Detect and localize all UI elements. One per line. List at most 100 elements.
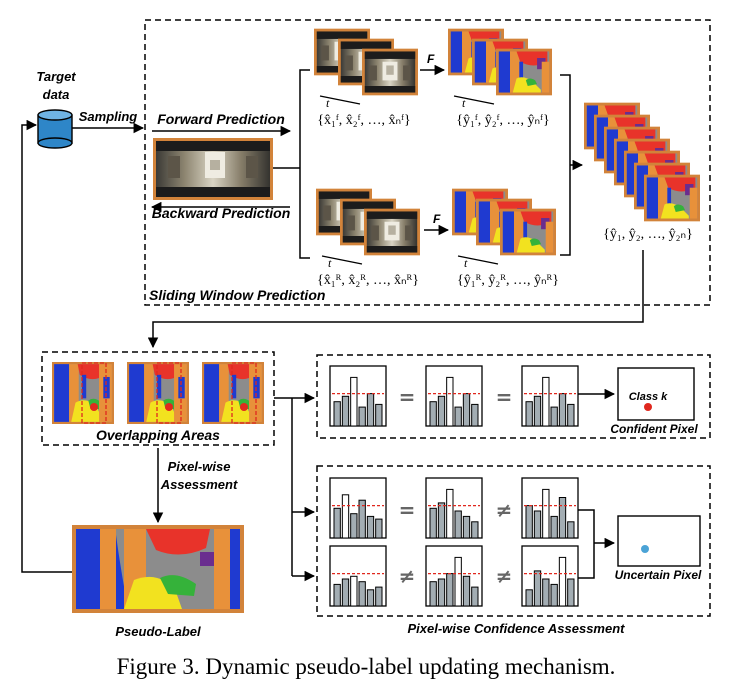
uncertain-row2-bar-3-5 bbox=[558, 556, 567, 607]
combined-output-frames bbox=[584, 102, 700, 222]
target-data-label-2: data bbox=[43, 87, 70, 102]
backward-prediction-label: Backward Prediction bbox=[152, 205, 291, 221]
not-equals-sign-1: ≠ bbox=[496, 498, 513, 522]
uncertain-row1-bar-3-6 bbox=[567, 521, 575, 539]
class-k-label: Class k bbox=[629, 391, 668, 403]
confident-bar-3-6 bbox=[567, 403, 575, 427]
sliding-window-label: Sliding Window Prediction bbox=[149, 287, 325, 303]
confidence-assessment-label: Pixel-wise Confidence Assessment bbox=[408, 621, 626, 636]
backward-t-label: t bbox=[328, 256, 332, 270]
panorama-image bbox=[153, 138, 273, 200]
split-bracket bbox=[299, 69, 310, 259]
merge-bracket bbox=[560, 74, 571, 256]
combined-output-set: {ŷ₁, ŷ₂, …, ŷ₂ₙ} bbox=[603, 227, 693, 242]
uncertain-row1-bar-2-4 bbox=[454, 510, 462, 539]
sampling-label: Sampling bbox=[79, 109, 138, 124]
confident-bar-3-3 bbox=[542, 376, 550, 427]
uncertain-box bbox=[316, 465, 711, 617]
uncertain-row2-bar-3-1 bbox=[525, 589, 533, 607]
overlapping-areas-box bbox=[41, 351, 275, 446]
backward-output-set: {ŷ₁ᴿ, ŷ₂ᴿ, …, ŷₙᴿ} bbox=[457, 273, 559, 288]
uncertain-row2-bar-1-4 bbox=[358, 581, 366, 607]
uncertain-row1-bar-1-6 bbox=[375, 518, 383, 539]
class-k-dot bbox=[644, 403, 652, 411]
uncertain-row2-bar-1-5 bbox=[366, 589, 375, 607]
uncertain-row2-bar-2-6 bbox=[471, 586, 479, 607]
uncertain-row2-bar-2-2 bbox=[437, 578, 446, 607]
uncertain-row1-bar-1-1 bbox=[333, 507, 341, 539]
uncertain-row2-bar-1-1 bbox=[333, 583, 341, 607]
uncertain-row1-bar-3-3 bbox=[542, 488, 550, 539]
uncertain-row2-bar-2-3 bbox=[446, 573, 454, 607]
forward-output-frames bbox=[448, 28, 552, 96]
uncertain-row1-bar-3-1 bbox=[525, 505, 533, 539]
confident-bar-2-6 bbox=[471, 403, 479, 427]
uncertain-row1-bar-2-2 bbox=[437, 502, 446, 539]
forward-output-set: {ŷ₁ᶠ, ŷ₂ᶠ, …, ŷₙᶠ} bbox=[456, 113, 550, 128]
uncertain-row2-bar-2-4 bbox=[454, 556, 462, 607]
uncertain-row1-bar-1-3 bbox=[350, 513, 358, 539]
confident-bar-1-1 bbox=[333, 401, 341, 427]
class-k-box bbox=[617, 367, 695, 421]
backward-output-frames bbox=[452, 188, 556, 256]
confident-pixel-label: Confident Pixel bbox=[610, 422, 698, 436]
pseudo-label-label: Pseudo-Label bbox=[115, 624, 201, 639]
uncertain-row2-bar-2-5 bbox=[462, 575, 471, 607]
uncertain-dot bbox=[641, 545, 649, 553]
forward-input-frames bbox=[314, 28, 418, 96]
uncertain-row1-bar-3-5 bbox=[558, 497, 567, 539]
uncertain-row1-bar-2-3 bbox=[446, 488, 454, 539]
feedback-arrow bbox=[21, 119, 72, 573]
overlap-thumbnails bbox=[52, 362, 264, 424]
uncertain-row1-bar-2-6 bbox=[471, 521, 479, 539]
confident-bar-3-2 bbox=[533, 395, 542, 427]
uncertain-row1-bar-1-2 bbox=[341, 494, 350, 539]
confident-histograms bbox=[329, 365, 579, 427]
equals-sign-2: = bbox=[496, 385, 513, 409]
confident-bar-1-4 bbox=[358, 406, 366, 427]
confident-bar-2-1 bbox=[429, 401, 437, 427]
confident-bar-3-4 bbox=[550, 406, 558, 427]
uncertain-row1-bar-3-4 bbox=[550, 515, 558, 539]
confident-bar-2-5 bbox=[462, 393, 471, 427]
uncertain-row1-bar-1-5 bbox=[366, 515, 375, 539]
sliding-window-box bbox=[144, 19, 711, 306]
forward-t-label: t bbox=[326, 96, 330, 110]
uncertain-row1-bar-1-4 bbox=[358, 499, 366, 539]
confident-bar-3-1 bbox=[525, 401, 533, 427]
not-equals-sign-2: ≠ bbox=[399, 564, 416, 588]
uncertain-pixel-label: Uncertain Pixel bbox=[615, 568, 702, 582]
backward-out-t-label: t bbox=[464, 256, 468, 270]
uncertain-row2-histograms bbox=[329, 545, 579, 607]
uncertain-row2-bar-1-3 bbox=[350, 575, 358, 607]
uncertain-row2-bar-1-6 bbox=[375, 586, 383, 607]
equals-sign-1: = bbox=[399, 385, 416, 409]
database-icon bbox=[37, 109, 73, 149]
backward-f-label: F bbox=[433, 212, 441, 226]
not-equals-sign-3: ≠ bbox=[496, 564, 513, 588]
uncertain-row2-bar-3-4 bbox=[550, 583, 558, 607]
target-data-label-1: Target bbox=[36, 69, 76, 84]
to-overlap-arrow bbox=[147, 250, 644, 349]
confident-bar-2-4 bbox=[454, 406, 462, 427]
forward-input-set: {x̂₁ᶠ, x̂₂ᶠ, …, x̂ₙᶠ} bbox=[317, 113, 411, 128]
uncertain-row1-bar-2-5 bbox=[462, 515, 471, 539]
confident-bar-3-5 bbox=[558, 393, 567, 427]
uncertain-pixel-box bbox=[617, 515, 701, 567]
confident-bar-1-6 bbox=[375, 403, 383, 427]
confident-bar-2-2 bbox=[437, 395, 446, 427]
forward-time-axis bbox=[319, 95, 361, 105]
pixelwise-assessment-label-1: Pixel-wise bbox=[168, 459, 231, 474]
forward-f-label: F bbox=[427, 52, 435, 66]
forward-out-t-label: t bbox=[462, 96, 466, 110]
confident-box bbox=[316, 354, 711, 439]
target-data-group: Target data Sampling bbox=[36, 69, 138, 149]
forward-prediction-label: Forward Prediction bbox=[157, 111, 285, 127]
uncertain-row2-bar-1-2 bbox=[341, 578, 350, 607]
overlapping-areas-label: Overlapping Areas bbox=[96, 427, 220, 443]
uncertain-row1-bar-3-2 bbox=[533, 510, 542, 539]
uncertain-row1-histograms bbox=[329, 477, 579, 539]
uncertain-row2-bar-3-3 bbox=[542, 578, 550, 607]
uncertain-row2-bar-2-1 bbox=[429, 581, 437, 607]
